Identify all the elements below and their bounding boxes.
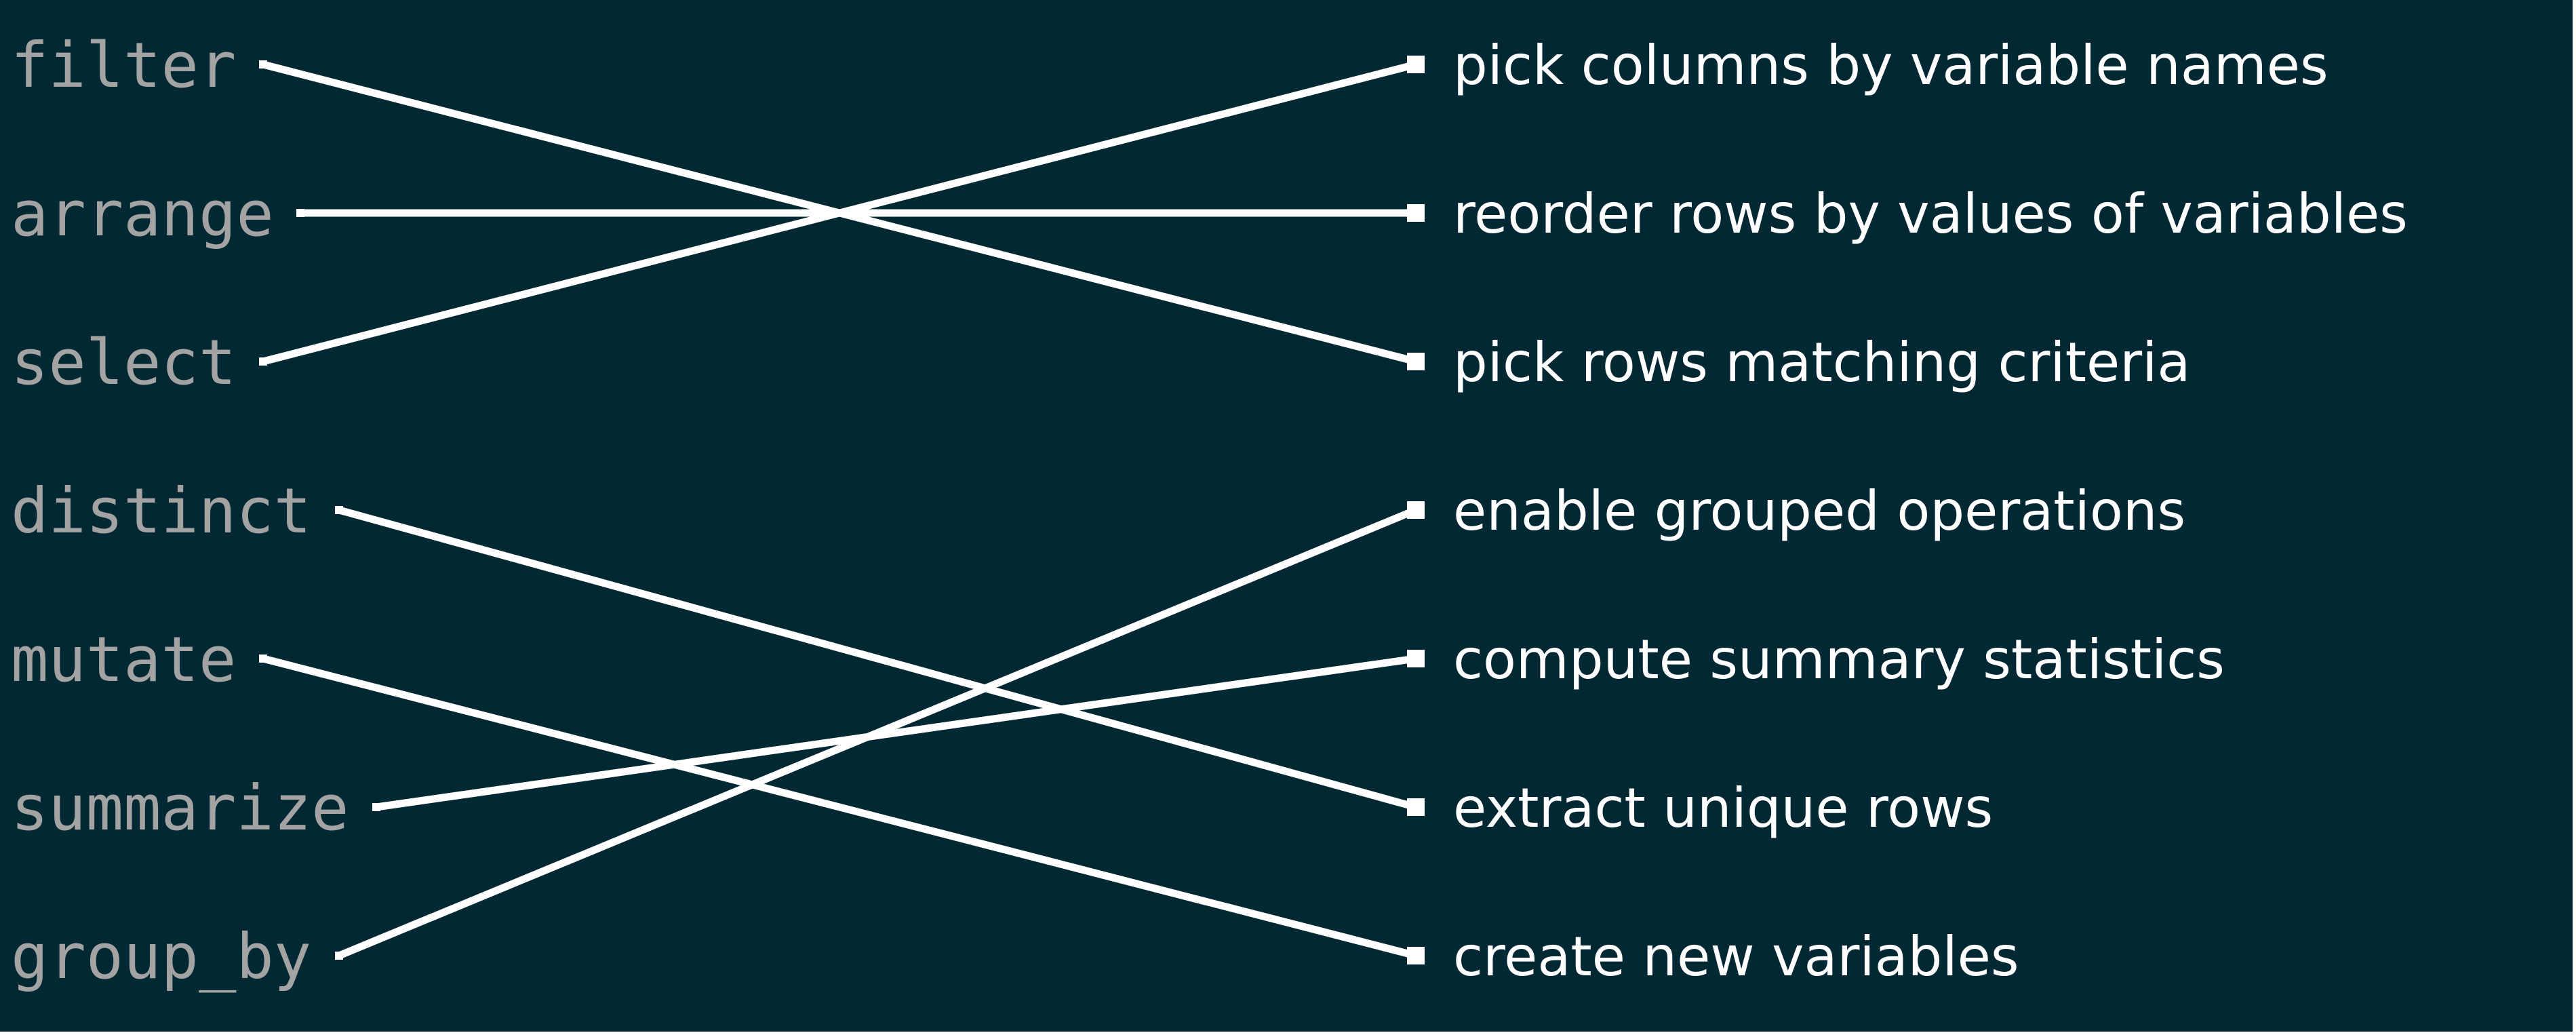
connection-lines [262,60,1418,960]
endpoint-reorder-rows [1407,204,1425,222]
description-label-pick-columns: pick columns by variable names [1453,34,2329,97]
description-labels: pick columns by variable names reorder ro… [1453,34,2408,988]
function-label-summarize: summarize [11,772,349,844]
description-label-create-variables: create new variables [1453,925,2019,988]
connection-group-by-to-enable-grouped [337,506,1418,960]
description-label-reorder-rows: reorder rows by values of variables [1453,182,2408,246]
function-label-mutate: mutate [11,623,236,696]
endpoint-filter [259,60,267,69]
endpoint-pick-rows [1407,353,1425,370]
function-label-arrange: arrange [11,178,274,250]
connection-distinct-to-extract-unique [338,506,1417,811]
connection-summarize-to-compute-summary [376,655,1416,811]
connection-select-to-pick-columns [262,60,1417,366]
endpoint-group-by [335,952,343,960]
function-label-filter: filter [11,29,236,102]
endpoint-pick-columns [1407,56,1425,73]
function-labels: filter arrange select distinct mutate summari… [11,29,349,993]
description-label-compute-summary: compute summary statistics [1453,628,2225,691]
endpoint-extract-unique [1407,798,1425,816]
connection-endpoints [259,56,1425,964]
description-label-extract-unique: extract unique rows [1453,777,1993,840]
function-label-group-by: group_by [11,920,311,993]
function-label-distinct: distinct [11,475,311,547]
endpoint-enable-grouped [1407,501,1425,519]
description-label-pick-rows: pick rows matching criteria [1453,331,2190,394]
endpoint-summarize [372,803,380,811]
endpoint-compute-summary [1407,650,1425,667]
endpoint-create-variables [1407,947,1425,964]
description-label-enable-grouped: enable grouped operations [1453,480,2185,543]
endpoint-distinct [335,506,343,514]
endpoint-mutate [259,655,267,663]
connection-mutate-to-create-variables [262,655,1417,960]
endpoint-select [259,357,267,366]
function-label-select: select [11,326,236,399]
endpoint-arrange [296,209,304,217]
